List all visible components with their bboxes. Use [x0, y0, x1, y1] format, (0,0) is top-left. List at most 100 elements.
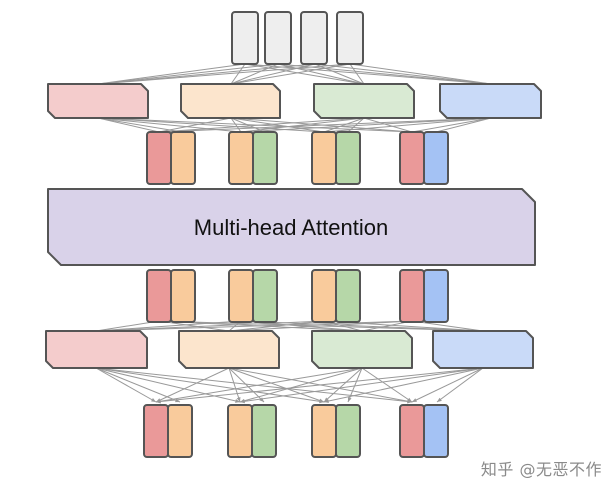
projection-box-green-top: [313, 83, 415, 119]
box-to-pair-line-2-3-a: [363, 117, 413, 133]
attention-label: Multi-head Attention: [194, 215, 388, 240]
projection-box-orange-bottom: [178, 330, 280, 369]
box-to-pair-line-3-1-a: [240, 117, 492, 133]
box2-arrow-3-2-head: [324, 399, 329, 403]
box-to-pair-line-3-0-a: [158, 117, 492, 133]
pair-to-box2-line-0-1: [158, 320, 230, 332]
output-pair-4-left: [399, 404, 425, 458]
vector-pair-row2-2-right: [252, 269, 278, 323]
box2-arrow-own-3: [436, 367, 484, 403]
vector-pair-row2-2-left: [228, 269, 254, 323]
box2-arrow-own-1-head: [259, 397, 264, 402]
vector-pair-row1-1-left: [146, 131, 172, 185]
box2-arrow-own-3-head: [437, 397, 442, 402]
token-to-box-line-2-2: [314, 63, 365, 85]
pair-to-box2-line-3-3: [411, 320, 484, 332]
box2-arrow-0-1-head: [235, 399, 240, 403]
output-pair-2-left: [227, 404, 253, 458]
pair-to-box2-line-3-1: [228, 320, 413, 332]
box-to-pair-line-2-2-a: [323, 117, 365, 133]
box2-arrow-own-1: [228, 367, 265, 403]
output-pair-4-right: [423, 404, 449, 458]
token-to-box-line-0-1: [230, 63, 246, 85]
box2-arrow-own-2-head: [347, 397, 352, 402]
output-pair-3-right: [335, 404, 361, 458]
projection-box-blue-top: [439, 83, 542, 119]
token-to-box-line-1-2: [277, 63, 365, 85]
token-to-box-line-1-0: [97, 63, 279, 85]
token-to-box-line-3-2: [349, 63, 365, 85]
watermark: 知乎 @无恶不作: [480, 460, 602, 479]
multi-head-attention-block: [47, 188, 536, 266]
projection-box-orange-top: [180, 83, 281, 119]
token-to-box-line-2-1: [230, 63, 316, 85]
box-to-pair-line-3-2-a: [323, 117, 492, 133]
connector-lines: [95, 63, 492, 404]
token-to-box-line-3-1: [230, 63, 351, 85]
box-to-pair-line-3-3-a: [411, 117, 492, 133]
box-to-pair-line-1-1-b: [230, 117, 266, 133]
box2-arrow-1-0: [155, 367, 230, 403]
input-token-1: [231, 11, 259, 65]
token-to-box-line-3-3: [349, 63, 492, 85]
vector-pair-row2-4-left: [399, 269, 425, 323]
box2-arrow-2-3: [361, 367, 413, 403]
input-token-3: [300, 11, 328, 65]
projection-box-red-bottom: [45, 330, 148, 369]
box2-arrow-0-1: [95, 367, 241, 403]
box2-arrow-own-2: [347, 367, 363, 403]
output-pair-3-left: [311, 404, 337, 458]
projection-box-green-bottom: [311, 330, 413, 369]
vector-pair-row2-4-right: [423, 269, 449, 323]
box-to-pair-line-2-2-b: [347, 117, 365, 133]
box2-arrow-3-1-head: [240, 399, 245, 404]
box2-arrow-2-2-head: [324, 397, 329, 402]
vector-pair-row2-3-right: [335, 269, 361, 323]
vector-pair-row1-4-right: [423, 131, 449, 185]
token-to-box-line-2-3: [314, 63, 492, 85]
input-token-2: [264, 11, 292, 65]
box-to-pair-line-0-0-b: [97, 117, 183, 133]
token-to-box-line-0-3: [244, 63, 492, 85]
projection-box-red-top: [47, 83, 149, 119]
box2-arrow-3-0: [155, 367, 484, 403]
box-to-pair-line-1-2-a: [230, 117, 325, 133]
vector-pair-row2-1-right: [170, 269, 196, 323]
projection-box-blue-bottom: [432, 330, 534, 369]
vector-pair-row1-2-right: [252, 131, 278, 185]
pair-to-box2-line-3-0: [95, 320, 413, 332]
pair-to-box2-line-1-0: [95, 320, 242, 332]
box-to-pair-line-0-0-a: [97, 117, 160, 133]
diagram-shapes: [45, 11, 542, 458]
vector-pair-row2-3-left: [311, 269, 337, 323]
output-pair-2-right: [251, 404, 277, 458]
box2-arrow-1-1-head: [236, 397, 241, 402]
vector-pair-row1-3-left: [311, 131, 337, 185]
box2-arrow-3-2: [323, 367, 484, 403]
box2-arrow-3-0-head: [156, 399, 161, 404]
box2-arrow-2-1: [239, 367, 363, 403]
box2-arrow-2-2: [323, 367, 363, 403]
box2-arrow-0-2: [95, 367, 325, 403]
token-to-box-line-0-2: [244, 63, 365, 85]
box-to-pair-line-1-1-a: [230, 117, 242, 133]
box2-arrow-3-3: [411, 367, 484, 403]
output-pair-1-left: [143, 404, 169, 458]
token-to-box-line-0-0: [97, 63, 246, 85]
input-token-4: [336, 11, 364, 65]
vector-pair-row2-1-left: [146, 269, 172, 323]
box2-arrow-own-0-head: [175, 398, 180, 403]
box2-arrow-3-1: [239, 367, 484, 403]
box2-arrow-2-0: [155, 367, 363, 403]
output-pair-1-right: [167, 404, 193, 458]
box2-arrow-1-2: [228, 367, 325, 403]
box2-arrow-3-3-head: [412, 398, 417, 402]
vector-pair-row1-2-left: [228, 131, 254, 185]
box2-arrow-0-0: [95, 367, 157, 403]
box2-arrow-0-0-head: [151, 398, 156, 402]
token-to-box-line-3-0: [97, 63, 351, 85]
box-to-pair-line-2-0-a: [158, 117, 365, 133]
vector-pair-row1-4-left: [399, 131, 425, 185]
box-to-pair-line-3-3-b: [435, 117, 492, 133]
